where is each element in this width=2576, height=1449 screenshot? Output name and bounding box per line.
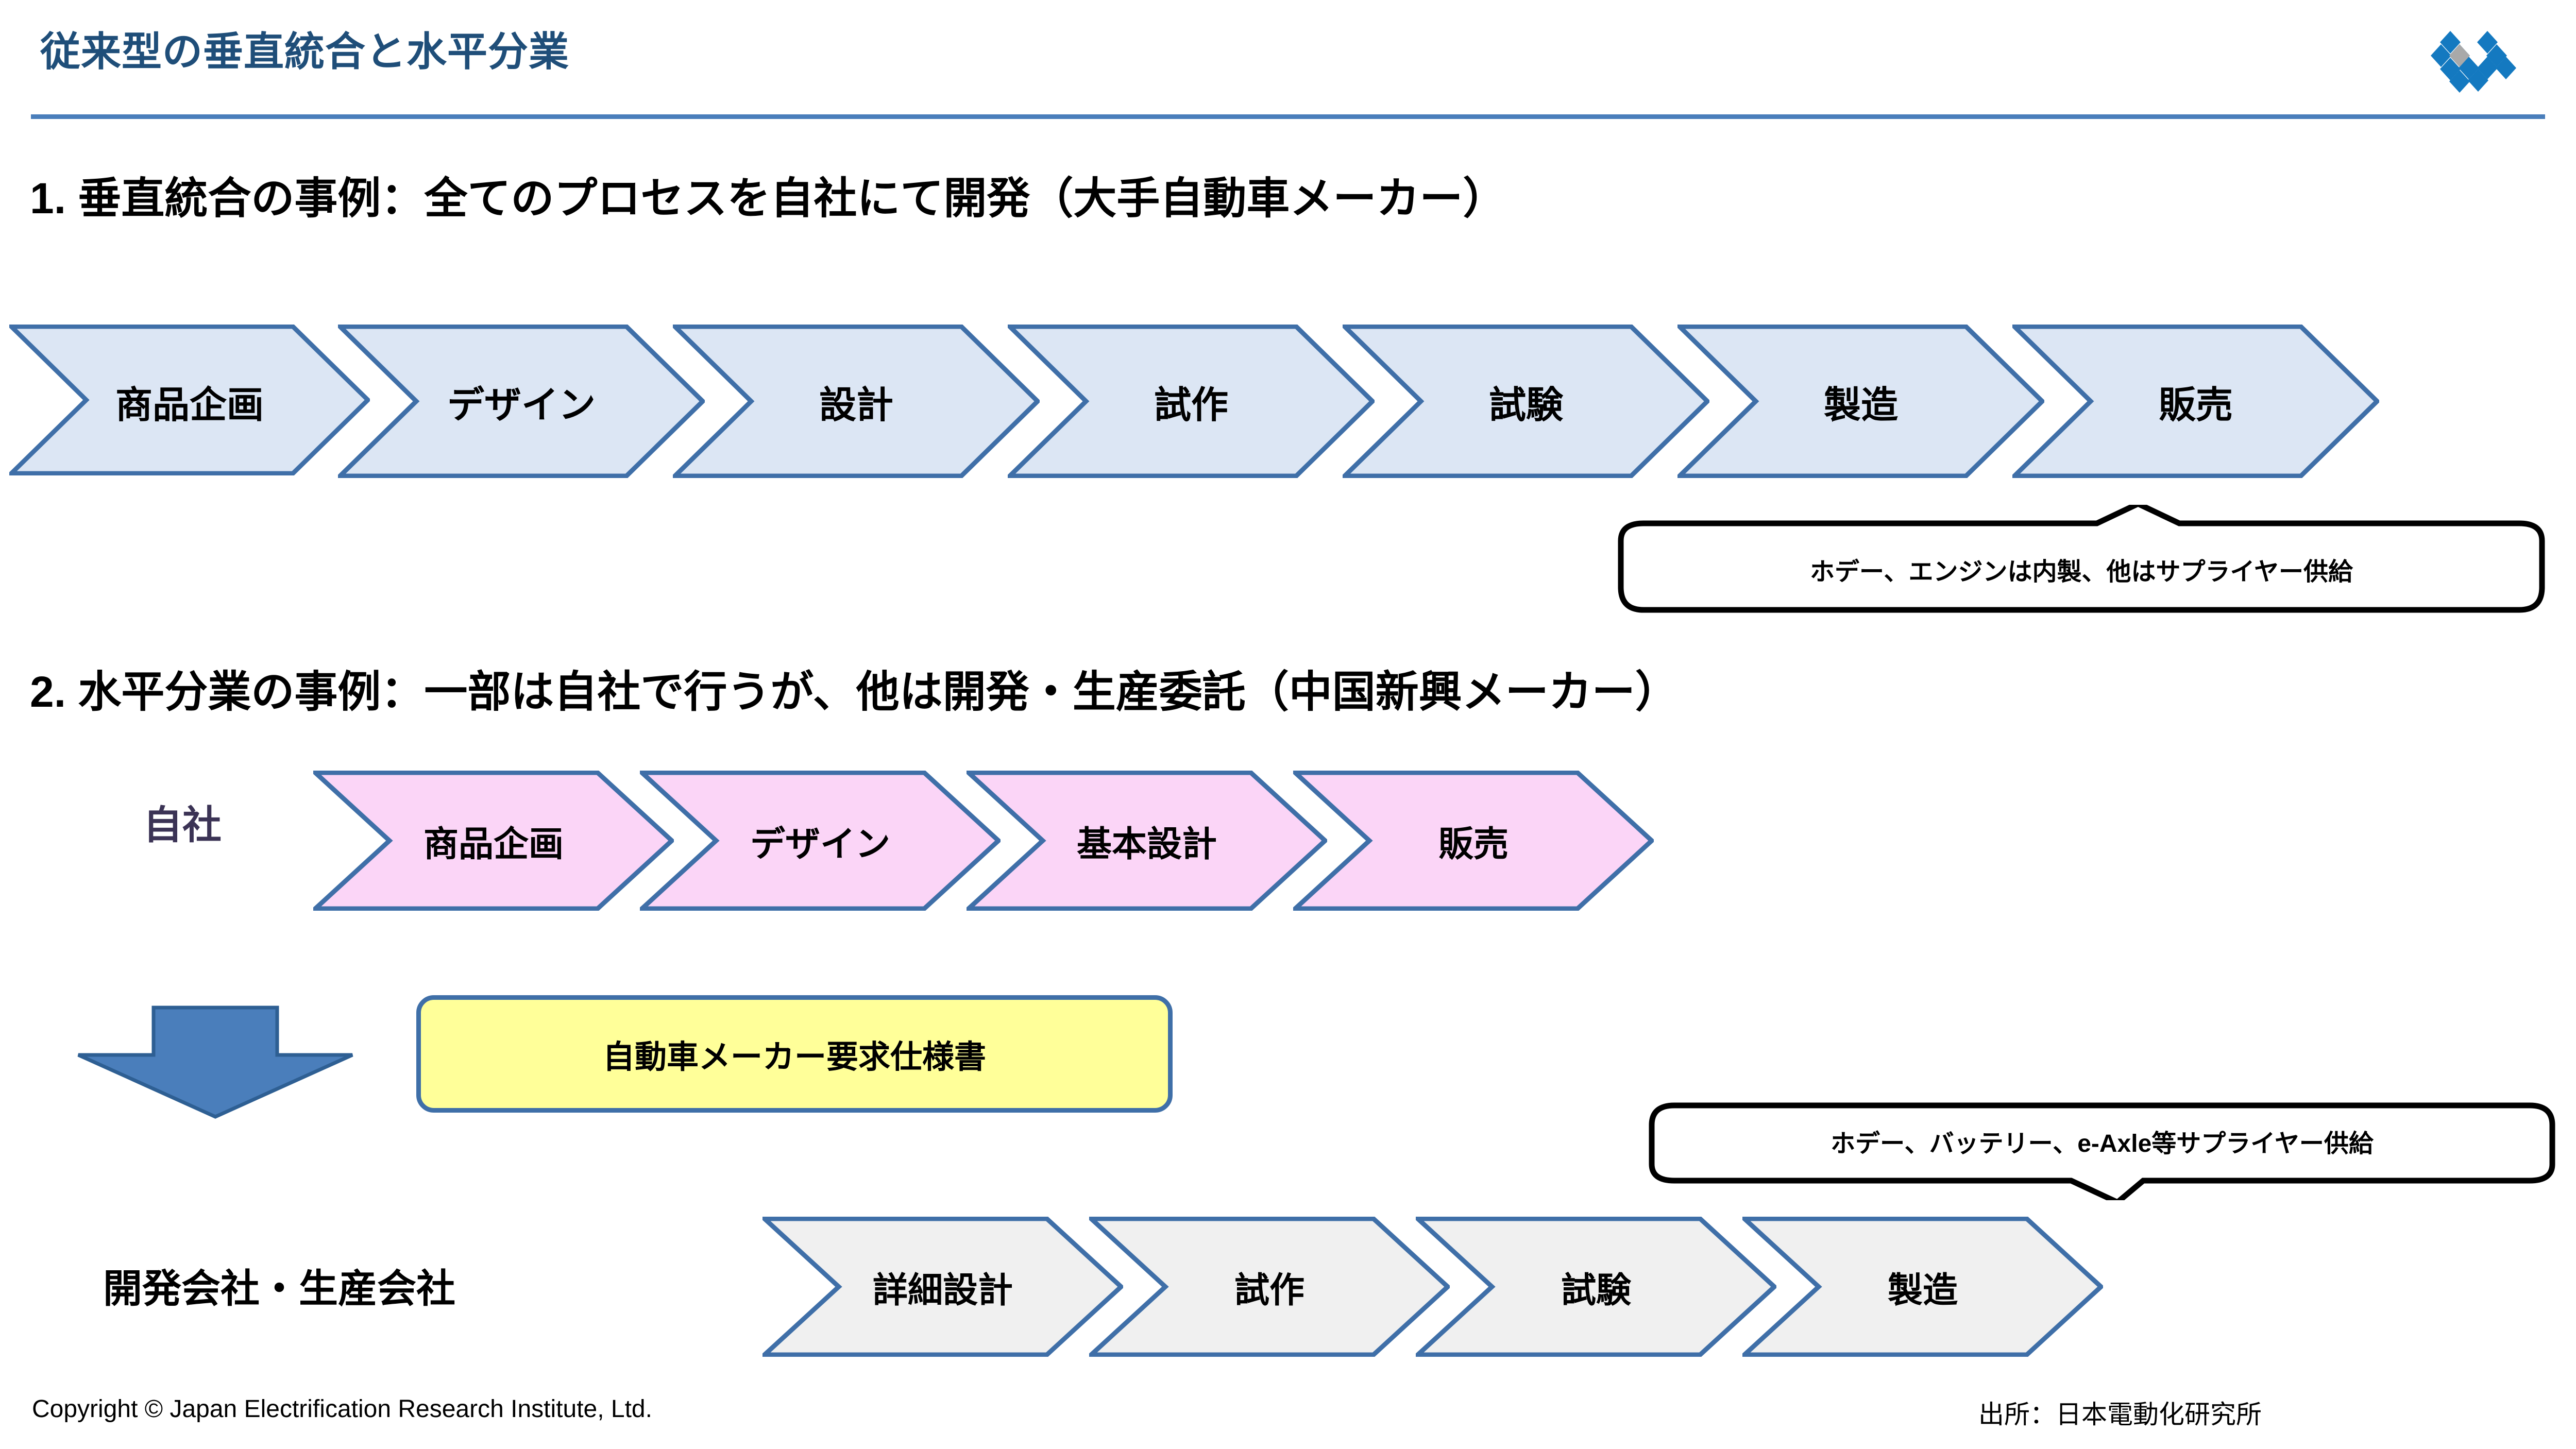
process-step-label: 販売 [2158,384,2233,426]
process-step-label: デザイン [447,384,596,426]
chevron-shape [967,771,1327,911]
process-step[interactable]: 基本設計 [967,771,1327,911]
process-step-label: 設計 [819,384,893,426]
section-heading-2: 2. 水平分業の事例：一部は自社で行うが、他は開発・生産委託（中国新興メーカー） [30,668,1679,716]
callout-bubble-shape [1618,500,2545,613]
process-step-label: 販売 [1438,824,1509,864]
process-step[interactable]: 試験 [1343,325,1709,478]
chevron-shape [313,771,674,911]
process-step[interactable]: 商品企画 [9,325,370,478]
row-label-outsourced: 開発会社・生産会社 [103,1267,455,1311]
chevron-shape [673,325,1040,478]
spec-document-box[interactable]: 自動車メーカー要求仕様書 [416,995,1173,1113]
process-step[interactable]: 製造 [1742,1217,2103,1357]
process-step[interactable]: 商品企画 [313,771,674,911]
section-heading-1: 1. 垂直統合の事例：全てのプロセスを自社にて開発（大手自動車メーカー） [30,174,1506,223]
process-step[interactable]: 製造 [1677,325,2044,478]
spec-document-label: 自動車メーカー要求仕様書 [602,1039,986,1075]
row-label-in-house: 自社 [143,804,222,847]
process-step[interactable]: 設計 [673,325,1040,478]
title-divider [31,114,2545,119]
chevron-shape [9,325,370,475]
process-step-label: 試験 [1488,384,1563,426]
process-step-label: 商品企画 [423,824,564,864]
chevron-shape [2012,325,2379,478]
copyright-text: Copyright © Japan Electrification Resear… [32,1395,652,1423]
process-step-label: 基本設計 [1076,824,1217,864]
company-logo-icon [2426,12,2529,101]
page-title: 従来型の垂直統合と水平分業 [40,29,570,74]
process-step[interactable]: 試作 [1008,325,1375,478]
process-step[interactable]: デザイン [338,325,705,478]
process-step[interactable]: 試験 [1416,1217,1776,1357]
process-step-label: 試作 [1154,384,1228,426]
chevron-shape [1343,325,1709,478]
process-row-in-house: 商品企画 デザイン 基本設計 販売 [313,771,1654,911]
callout-manufacturing: ホデー、エンジンは内製、他はサプライヤー供給 [1618,500,2545,613]
chevron-shape [640,771,1001,911]
process-step-label: 試作 [1234,1270,1304,1310]
down-arrow-icon [76,1005,354,1119]
chevron-shape [1416,1217,1776,1357]
process-step-label: 製造 [1823,384,1898,426]
process-row-vertical-integration: 商品企画 デザイン 設計 試作 試験 [9,325,2379,478]
process-row-outsourced: 詳細設計 試作 試験 製造 [762,1217,2103,1357]
process-step-label: 商品企画 [115,384,264,426]
process-step-label: 製造 [1887,1270,1958,1310]
callout-text: ホデー、エンジンは内製、他はサプライヤー供給 [1809,558,2353,586]
source-text: 出所：日本電動化研究所 [1978,1400,2262,1429]
chevron-shape [338,325,705,478]
process-step-label: デザイン [750,824,890,864]
callout-bubble-shape [1649,1102,2555,1206]
chevron-shape [1742,1217,2103,1357]
chevron-shape [1677,325,2044,478]
process-step[interactable]: 販売 [1293,771,1654,911]
process-step[interactable]: 試作 [1089,1217,1450,1357]
chevron-shape [1293,771,1654,911]
process-step[interactable]: 販売 [2012,325,2379,478]
process-step-label: 試験 [1561,1270,1631,1310]
process-step-label: 詳細設計 [872,1270,1013,1310]
chevron-shape [1089,1217,1450,1357]
process-step[interactable]: デザイン [640,771,1001,911]
callout-supplier: ホデー、バッテリー、e-Axle等サプライヤー供給 [1649,1102,2555,1206]
chevron-shape [762,1217,1123,1357]
process-step[interactable]: 詳細設計 [762,1217,1123,1357]
chevron-shape [1008,325,1375,478]
callout-text: ホデー、バッテリー、e-Axle等サプライヤー供給 [1831,1130,2374,1157]
